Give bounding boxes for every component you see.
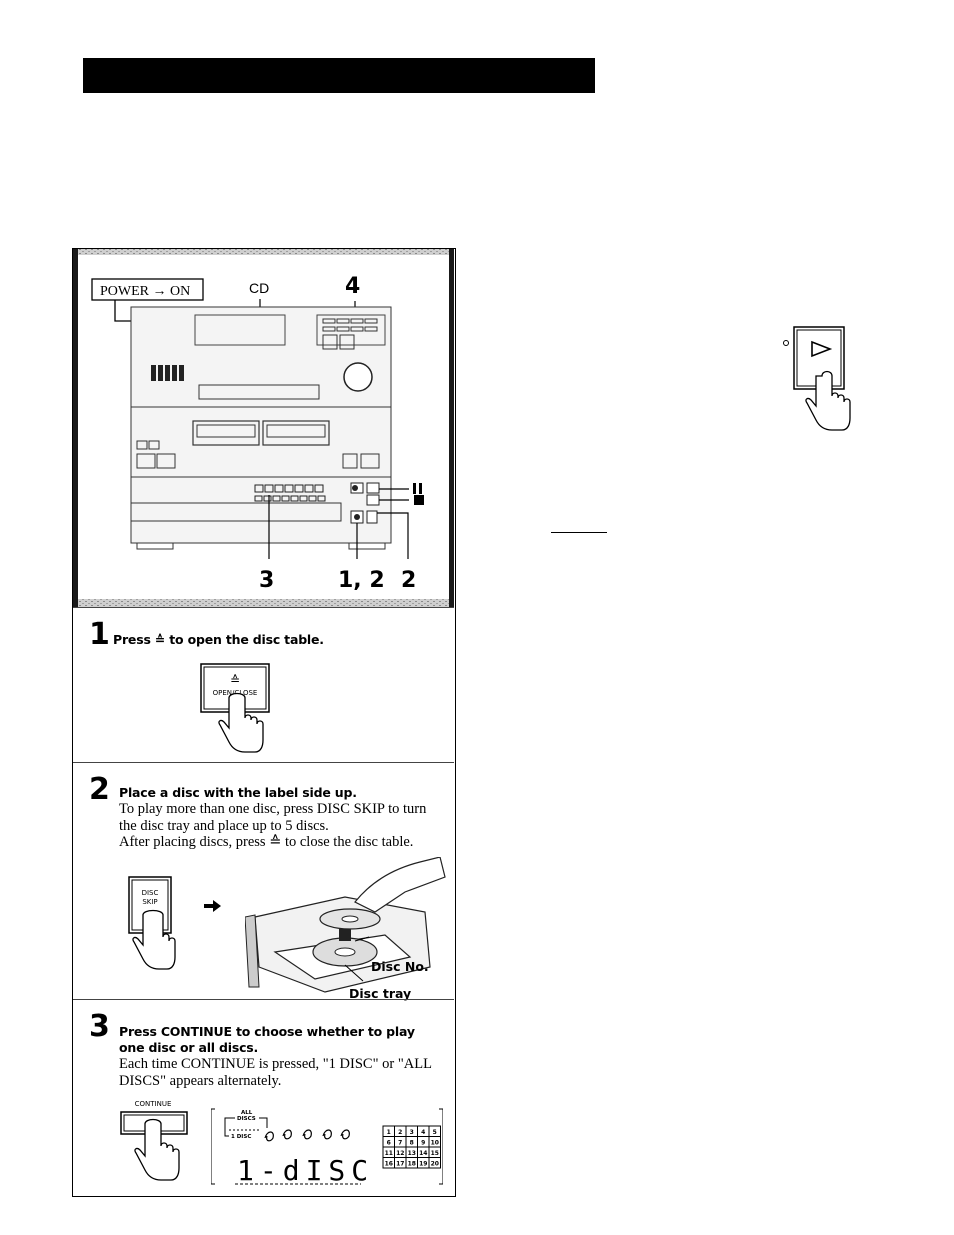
step-body-line: DISCS" appears alternately. [119, 1072, 282, 1089]
disc-no-label: Disc No. [371, 959, 429, 974]
track-number: 18 [408, 1160, 416, 1167]
hand-icon [805, 370, 851, 431]
track-number: 3 [410, 1129, 414, 1136]
step-heading-line: one disc or all discs. [119, 1040, 259, 1055]
step-1: 1 Press ≙ to open the disc table. ≙ OPEN… [73, 607, 454, 762]
hand-icon [218, 692, 264, 753]
all-discs-indicator: DISCS [237, 1116, 256, 1122]
arrow-icon [204, 900, 221, 912]
indicator-dot [783, 340, 789, 346]
track-number: 12 [396, 1150, 404, 1157]
step-heading: Press ≙ to open the disc table. [113, 632, 324, 647]
track-number: 4 [421, 1129, 425, 1136]
track-number: 6 [387, 1139, 391, 1146]
play-button-illustration [783, 326, 851, 431]
step-body: Each time CONTINUE is pressed, "1 DISC" … [119, 1056, 432, 1089]
power-label: POWER → ON [100, 284, 190, 299]
hand-icon [132, 909, 176, 970]
play-icon [811, 340, 833, 358]
step-number: 2 [89, 772, 110, 807]
section-title-bar [83, 58, 595, 93]
display-readout: 1-dISC [237, 1154, 374, 1187]
track-number: 5 [433, 1129, 437, 1136]
track-number: 2 [398, 1129, 402, 1136]
stop-icon [414, 495, 424, 505]
callout-3: 3 [259, 568, 274, 593]
track-number: 19 [419, 1160, 427, 1167]
step-body-line: Each time CONTINUE is pressed, "1 DISC" … [119, 1056, 432, 1072]
track-number: 8 [410, 1139, 414, 1146]
disc-tray-label: Disc tray [349, 986, 412, 1001]
track-number: 17 [396, 1160, 404, 1167]
track-number: 10 [431, 1139, 439, 1146]
disc-tray-illustration [245, 857, 446, 993]
volume-knob-icon [343, 362, 373, 392]
rule-line [551, 532, 607, 533]
step-body: To play more than one disc, press DISC S… [119, 801, 426, 851]
step-heading-line: Press CONTINUE to choose whether to play [119, 1024, 415, 1039]
hand-icon [134, 1118, 180, 1181]
disc-skip-button-marker [366, 510, 378, 524]
step-2: 2 Place a disc with the label side up. T… [73, 762, 454, 1001]
step-body-line: To play more than one disc, press DISC S… [119, 801, 427, 817]
track-number: 9 [421, 1139, 425, 1146]
track-number: 13 [408, 1150, 416, 1157]
pause-icon [413, 483, 416, 494]
disc-skip-label: DISC [142, 889, 159, 897]
cd-label: CD [249, 280, 269, 296]
step-number: 3 [89, 1009, 110, 1044]
open-close-button-illustration: ≙ OPEN/CLOSE [200, 663, 270, 753]
step-number: 1 [89, 617, 110, 652]
stereo-front-panel-figure: POWER → ON CD 4 [73, 249, 454, 607]
step-body-line: the disc tray and place up to 5 discs. [119, 817, 329, 834]
callout-1-2: 1, 2 [338, 568, 385, 593]
step-heading: Press CONTINUE to choose whether to play… [119, 1024, 415, 1056]
step-heading: Place a disc with the label side up. [119, 785, 357, 800]
continue-label: CONTINUE [135, 1100, 172, 1108]
one-disc-indicator: 1 DISC [231, 1134, 251, 1140]
track-number: 7 [398, 1139, 402, 1146]
disc-skip-button-illustration: DISC SKIP [128, 876, 176, 970]
track-number: 20 [431, 1160, 439, 1167]
track-number: 1 [387, 1129, 391, 1136]
step-body-line: After placing discs, press ≙ to close th… [119, 834, 414, 850]
eject-icon: ≙ [230, 673, 240, 687]
track-cell [428, 1157, 441, 1169]
instruction-panel: POWER → ON CD 4 [72, 248, 456, 1197]
callout-4: 4 [345, 274, 360, 299]
track-number: 15 [431, 1150, 439, 1157]
all-discs-indicator: ALL [241, 1110, 253, 1116]
track-number: 16 [385, 1160, 393, 1167]
continue-button-illustration: CONTINUE [120, 1100, 188, 1181]
disc-skip-label: SKIP [142, 898, 157, 906]
track-number: 11 [385, 1150, 393, 1157]
callout-2: 2 [401, 568, 416, 593]
track-number: 14 [419, 1150, 427, 1157]
step-3: 3 Press CONTINUE to choose whether to pl… [73, 999, 454, 1195]
